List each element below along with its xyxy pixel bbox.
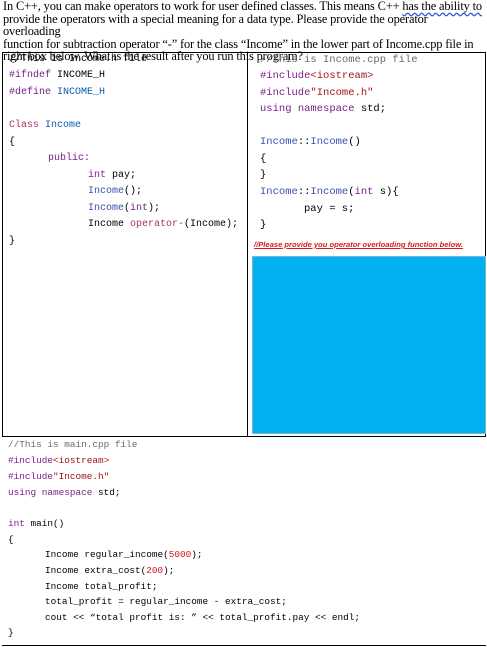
code-line: //This is Income.cpp file xyxy=(260,54,418,66)
question-line-2: provide the operators with a special mea… xyxy=(3,11,428,38)
code-line: } xyxy=(260,169,267,181)
code-line: } xyxy=(8,627,14,638)
table-left-border-top xyxy=(2,52,3,436)
income-cpp-code: //This is Income.cpp file #include<iostr… xyxy=(260,54,484,244)
code-line: #define INCOME_H xyxy=(9,87,106,98)
code-line: int pay; xyxy=(88,170,137,181)
question-line-1: In C++, you can make operators to work f… xyxy=(3,0,482,13)
spellcheck-underlined-phrase: has the ability to xyxy=(402,0,482,13)
code-line: Income::Income(int s){ xyxy=(260,186,399,198)
code-line: public: xyxy=(48,153,91,164)
table-middle-divider xyxy=(247,52,248,437)
code-line: Income(int); xyxy=(88,203,161,214)
code-line: #include<iostream> xyxy=(260,70,374,82)
code-line: #include"Income.h" xyxy=(260,87,374,99)
code-line: //This is Income.h file xyxy=(9,54,148,65)
code-line: { xyxy=(9,137,16,148)
code-line: Income regular_income(5000); xyxy=(45,549,203,560)
question-line-3: function for subtraction operator “-” fo… xyxy=(3,36,474,51)
main-cpp-code: //This is main.cpp file #include<iostrea… xyxy=(8,439,484,644)
code-line: #ifndef INCOME_H xyxy=(9,70,106,81)
code-line: pay = s; xyxy=(304,203,355,215)
code-line: Income operator-(Income); xyxy=(88,219,239,230)
table-middle-border xyxy=(2,436,486,437)
table-bottom-border xyxy=(2,645,486,646)
code-line: { xyxy=(260,153,267,165)
instruction-note: //Please provide you operator overloadin… xyxy=(254,240,464,249)
code-line: using namespace std; xyxy=(8,487,121,498)
code-line: } xyxy=(9,236,16,247)
code-line: using namespace std; xyxy=(260,103,387,115)
code-line: int main() xyxy=(8,518,65,529)
code-line: Income total_profit; xyxy=(45,581,158,592)
code-line: Income::Income() xyxy=(260,136,361,148)
answer-box[interactable] xyxy=(252,256,486,434)
code-line: #include<iostream> xyxy=(8,455,110,466)
code-line: total_profit = regular_income - extra_co… xyxy=(45,596,287,607)
code-line: Income extra_cost(200); xyxy=(45,565,175,576)
table-top-border xyxy=(2,52,486,53)
code-line: } xyxy=(260,219,267,231)
code-line: #include"Income.h" xyxy=(8,471,110,482)
table-right-border xyxy=(485,52,486,437)
code-line: cout << “total profit is: ” << total_pro… xyxy=(45,612,361,623)
income-h-code: //This is Income.h file #ifndef INCOME_H… xyxy=(9,54,245,434)
code-line: { xyxy=(8,534,14,545)
code-line: Class Income xyxy=(9,120,82,131)
code-line: //This is main.cpp file xyxy=(8,439,138,450)
code-line: Income(); xyxy=(88,186,143,197)
